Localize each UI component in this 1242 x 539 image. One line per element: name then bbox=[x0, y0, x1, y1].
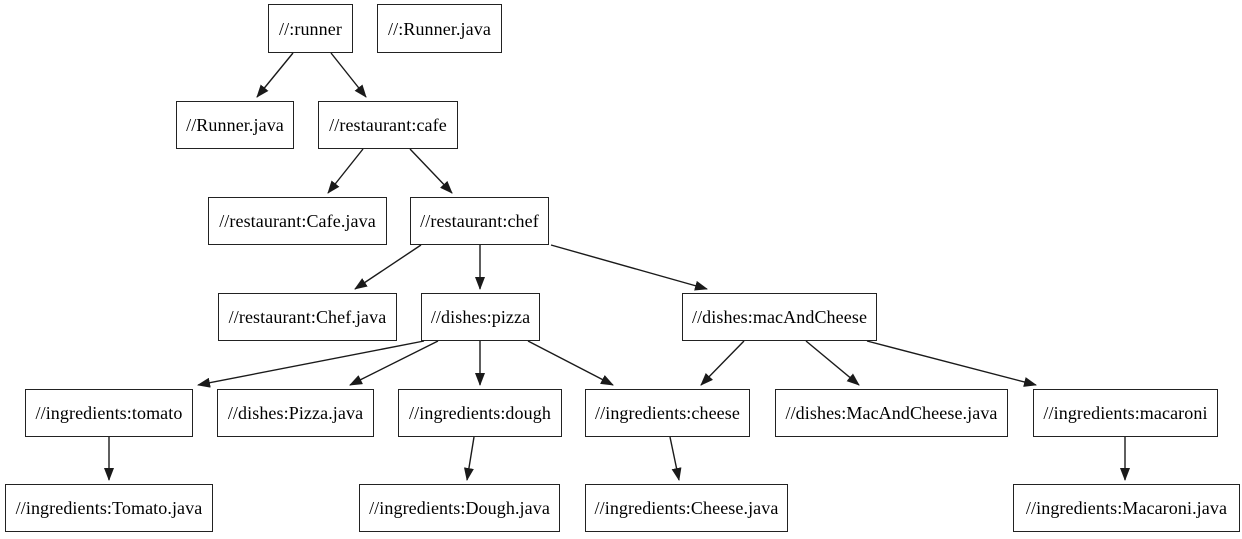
graph-node-label: //ingredients:Dough.java bbox=[369, 498, 550, 518]
edge-runner-to-runner-java bbox=[256, 52, 294, 98]
graph-node-label: //ingredients:macaroni bbox=[1043, 403, 1208, 423]
graph-node-tomato: //ingredients:tomato bbox=[25, 389, 193, 437]
edge-mac-and-cheese-to-cheese bbox=[700, 340, 745, 386]
graph-node-pizza-java: //dishes:Pizza.java bbox=[217, 389, 374, 437]
graph-node-label: //ingredients:tomato bbox=[35, 403, 183, 423]
graph-node-runner-java: //Runner.java bbox=[176, 101, 294, 149]
graph-node-label: //:Runner.java bbox=[388, 18, 491, 39]
edge-pizza-to-cheese bbox=[527, 340, 614, 386]
graph-node-runner-java-src: //:Runner.java bbox=[377, 4, 502, 53]
edge-cafe-to-chef bbox=[409, 148, 453, 194]
graph-node-pizza: //dishes:pizza bbox=[421, 293, 540, 341]
graph-node-label: //ingredients:Cheese.java bbox=[594, 498, 779, 518]
edge-mac-and-cheese-to-mac-and-cheese-java bbox=[805, 340, 860, 386]
graph-node-label: //restaurant:Cafe.java bbox=[219, 211, 376, 231]
edge-chef-to-chef-java bbox=[354, 244, 422, 290]
graph-node-label: //Runner.java bbox=[186, 115, 284, 135]
graph-node-label: //ingredients:Macaroni.java bbox=[1025, 498, 1228, 518]
graph-node-mac-and-cheese-java: //dishes:MacAndCheese.java bbox=[775, 389, 1008, 437]
graph-node-cheese: //ingredients:cheese bbox=[585, 389, 750, 437]
graph-node-label: //dishes:MacAndCheese.java bbox=[785, 403, 998, 423]
edge-cafe-to-cafe-java bbox=[327, 148, 364, 194]
graph-node-label: //dishes:macAndCheese bbox=[691, 307, 868, 327]
graph-node-cafe: //restaurant:cafe bbox=[318, 101, 458, 149]
edge-chef-to-mac-and-cheese bbox=[550, 244, 708, 291]
graph-node-runner: //:runner bbox=[268, 4, 353, 53]
edge-mac-and-cheese-to-macaroni bbox=[866, 340, 1037, 387]
graph-node-tomato-java: //ingredients:Tomato.java bbox=[5, 484, 213, 532]
graph-node-cafe-java: //restaurant:Cafe.java bbox=[208, 197, 387, 245]
graph-node-label: //ingredients:Tomato.java bbox=[15, 498, 203, 518]
graph-node-label: //ingredients:dough bbox=[409, 403, 551, 423]
edge-runner-to-cafe bbox=[330, 52, 367, 98]
edge-dough-to-dough-java bbox=[463, 436, 475, 481]
edge-cheese-to-cheese-java bbox=[669, 436, 682, 481]
graph-node-chef: //restaurant:chef bbox=[410, 197, 549, 245]
graph-node-label: //restaurant:cafe bbox=[329, 115, 447, 135]
graph-node-chef-java: //restaurant:Chef.java bbox=[218, 293, 397, 341]
graph-node-label: //restaurant:Chef.java bbox=[228, 307, 387, 327]
graph-node-macaroni-java: //ingredients:Macaroni.java bbox=[1013, 484, 1240, 532]
edge-pizza-to-tomato bbox=[197, 340, 425, 388]
graph-node-label: //dishes:Pizza.java bbox=[227, 403, 364, 423]
graph-node-label: //:runner bbox=[279, 18, 342, 39]
graph-node-macaroni: //ingredients:macaroni bbox=[1033, 389, 1218, 437]
edge-pizza-to-pizza-java bbox=[349, 340, 439, 386]
graph-node-dough: //ingredients:dough bbox=[398, 389, 562, 437]
graph-node-dough-java: //ingredients:Dough.java bbox=[359, 484, 560, 532]
graph-node-label: //dishes:pizza bbox=[430, 307, 531, 327]
graph-node-label: //restaurant:chef bbox=[420, 211, 539, 231]
graph-node-mac-and-cheese: //dishes:macAndCheese bbox=[682, 293, 877, 341]
graph-node-label: //ingredients:cheese bbox=[595, 403, 740, 423]
graph-node-cheese-java: //ingredients:Cheese.java bbox=[585, 484, 788, 532]
